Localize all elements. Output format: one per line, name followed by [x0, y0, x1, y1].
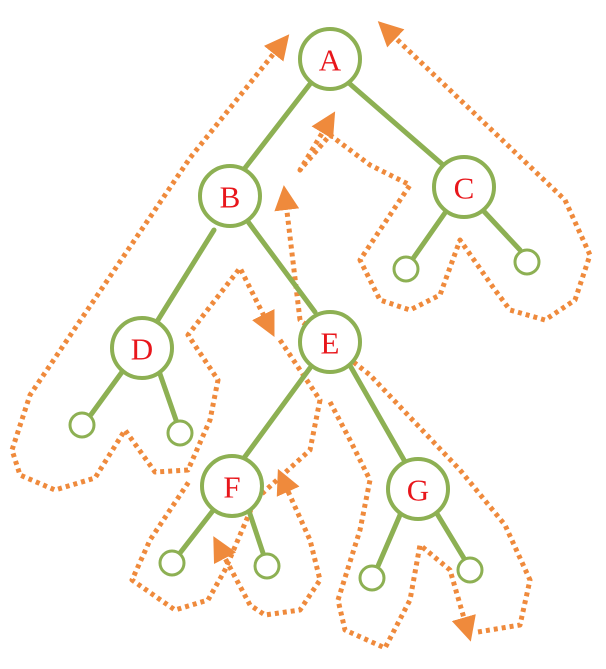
node-b-label: B	[220, 180, 241, 215]
edge-e-f	[241, 365, 313, 461]
edge-a-b	[242, 81, 313, 171]
tree-node-b: B	[198, 164, 262, 228]
edge-b-d	[155, 227, 217, 323]
traversal-path-left	[9, 34, 290, 493]
node-a-label: A	[319, 43, 342, 78]
edge-f-left	[177, 505, 218, 556]
edge-a-c	[347, 81, 445, 167]
empty-child-c-right	[513, 248, 541, 276]
tree-node-g: G	[386, 457, 450, 521]
traversal-path-c	[297, 21, 593, 323]
node-f-label: F	[223, 470, 240, 505]
empty-children	[68, 248, 541, 592]
empty-child-g-left	[358, 564, 386, 592]
node-f-circle	[200, 454, 264, 518]
edge-d-left	[87, 369, 125, 419]
edge-b-e	[243, 216, 318, 315]
empty-child-d-right	[166, 419, 194, 447]
tree-node-c: C	[432, 155, 496, 219]
node-b-circle	[198, 164, 262, 228]
edge-g-right	[433, 509, 468, 563]
traversal-path-g	[327, 400, 476, 651]
tree-edges	[87, 81, 523, 569]
node-c-label: C	[454, 171, 475, 206]
node-e-circle	[298, 310, 362, 374]
empty-child-f-left	[158, 549, 186, 577]
traversal-path-f	[129, 338, 323, 613]
traversal-path-f-right	[213, 468, 323, 618]
empty-child-g-right	[456, 556, 484, 584]
node-g-label: G	[407, 473, 429, 508]
edge-d-right	[157, 371, 179, 423]
tree-node-d: D	[110, 316, 174, 380]
empty-child-d-left	[68, 411, 96, 439]
edge-e-g	[345, 359, 407, 463]
edge-f-right	[245, 505, 266, 556]
empty-child-f-right	[253, 552, 281, 580]
tree-node-f: F	[200, 454, 264, 518]
node-d-circle	[110, 316, 174, 380]
node-c-circle	[432, 155, 496, 219]
edge-g-left	[375, 512, 403, 569]
empty-child-c-left	[392, 255, 420, 283]
node-a-circle	[298, 27, 362, 91]
node-d-label: D	[131, 332, 153, 367]
edge-c-right	[475, 202, 523, 253]
node-e-label: E	[321, 326, 340, 361]
edge-c-left	[409, 207, 450, 263]
tree-node-a: A	[298, 27, 362, 91]
node-g-circle	[386, 457, 450, 521]
tree-node-e: E	[298, 310, 362, 374]
